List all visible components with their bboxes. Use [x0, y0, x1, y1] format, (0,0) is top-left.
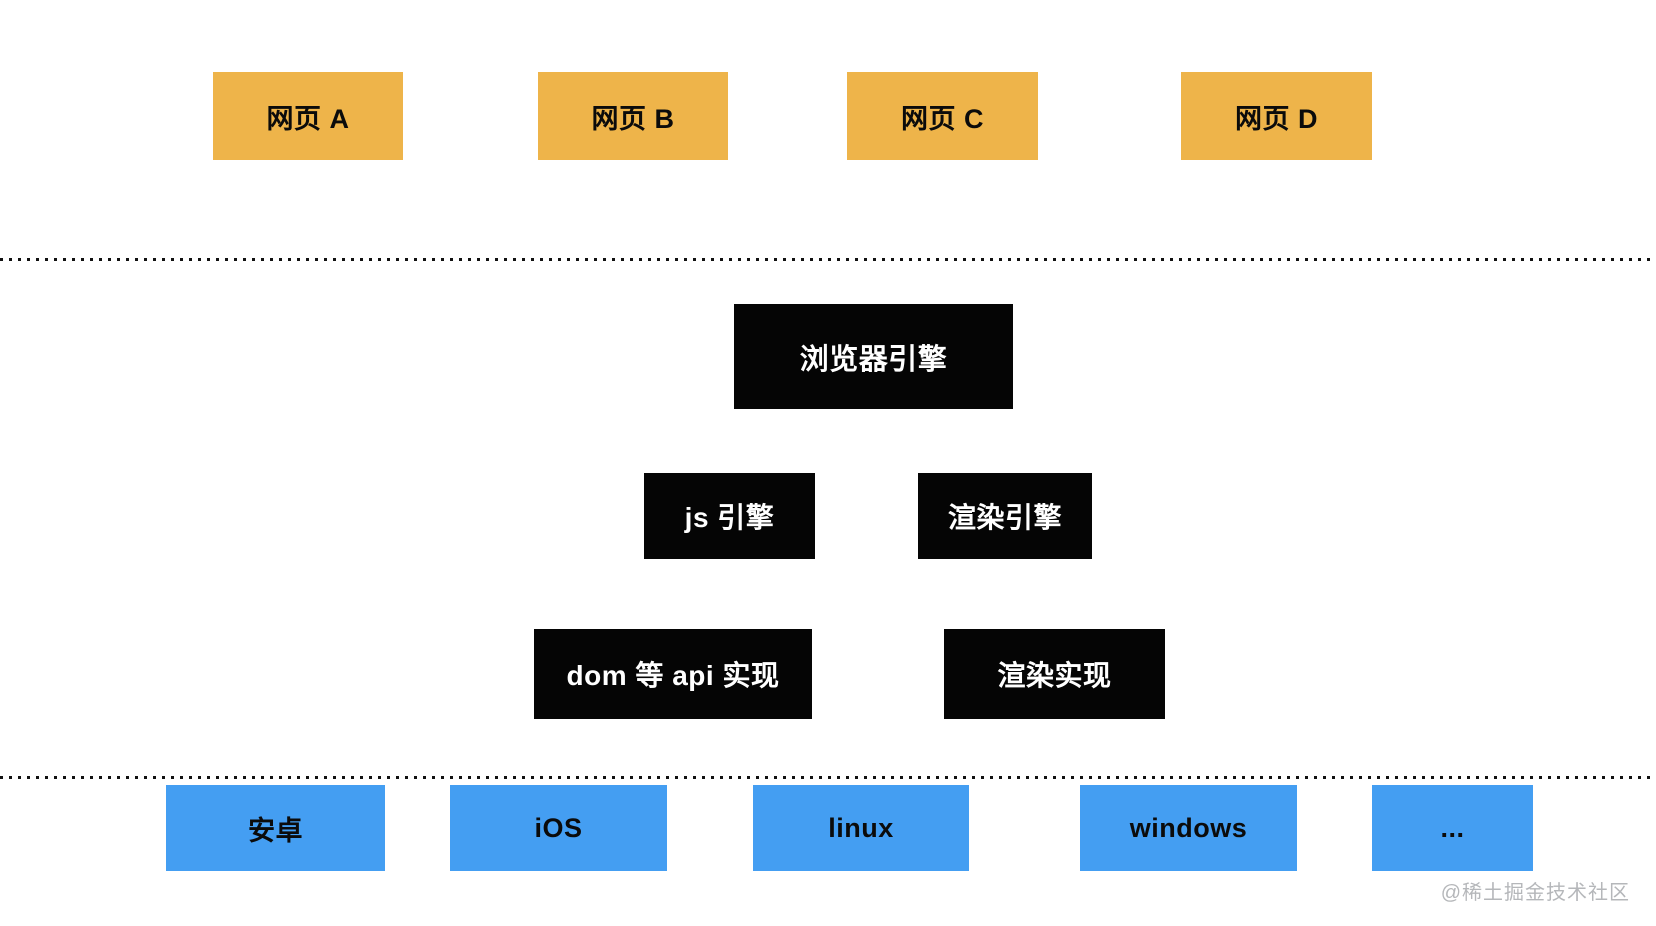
platform-linux-node: linux: [753, 785, 969, 871]
platform-ios-node: iOS: [450, 785, 667, 871]
web-page-d-node: 网页 D: [1181, 72, 1372, 160]
dom-api-implementation-node: dom 等 api 实现: [534, 629, 812, 719]
separator-top-dotted-line: [0, 258, 1656, 261]
platform-ellipsis-node: ...: [1372, 785, 1533, 871]
web-page-c-node: 网页 C: [847, 72, 1038, 160]
render-engine-node: 渲染引擎: [918, 473, 1092, 559]
platform-android-node: 安卓: [166, 785, 385, 871]
web-page-b-node: 网页 B: [538, 72, 728, 160]
juejin-watermark: @稀土掘金技术社区: [1440, 882, 1630, 904]
browser-engine-node: 浏览器引擎: [734, 304, 1013, 409]
platform-windows-node: windows: [1080, 785, 1297, 871]
render-implementation-node: 渲染实现: [944, 629, 1165, 719]
js-engine-node: js 引擎: [644, 473, 815, 559]
separator-bottom-dotted-line: [0, 776, 1656, 779]
web-page-a-node: 网页 A: [213, 72, 403, 160]
